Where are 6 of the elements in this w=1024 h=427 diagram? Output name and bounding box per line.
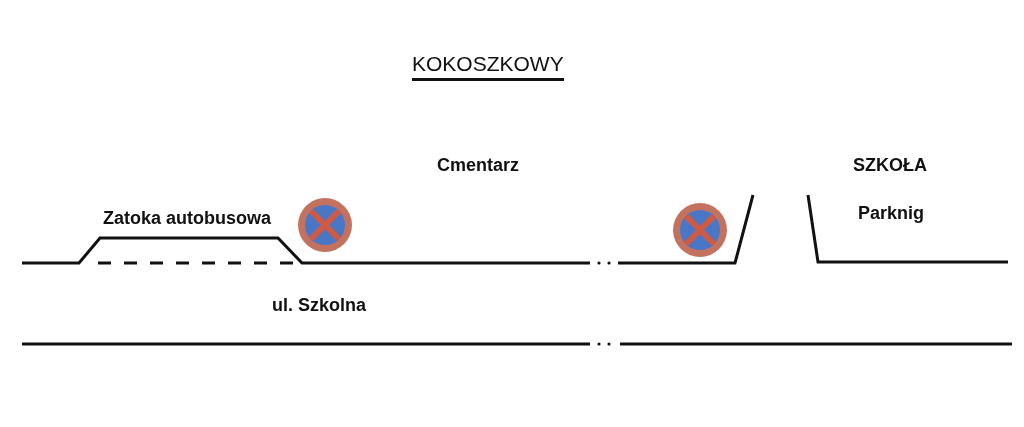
parking-label: Parknig [858,203,925,223]
bus-bay-label: Zatoka autobusowa [103,208,272,228]
map-title: KOKOSZKOWY [412,52,564,81]
building-label: SZKOŁA [853,155,927,175]
street-name-label: ul. Szkolna [272,295,367,315]
area-label: Cmentarz [437,155,520,175]
